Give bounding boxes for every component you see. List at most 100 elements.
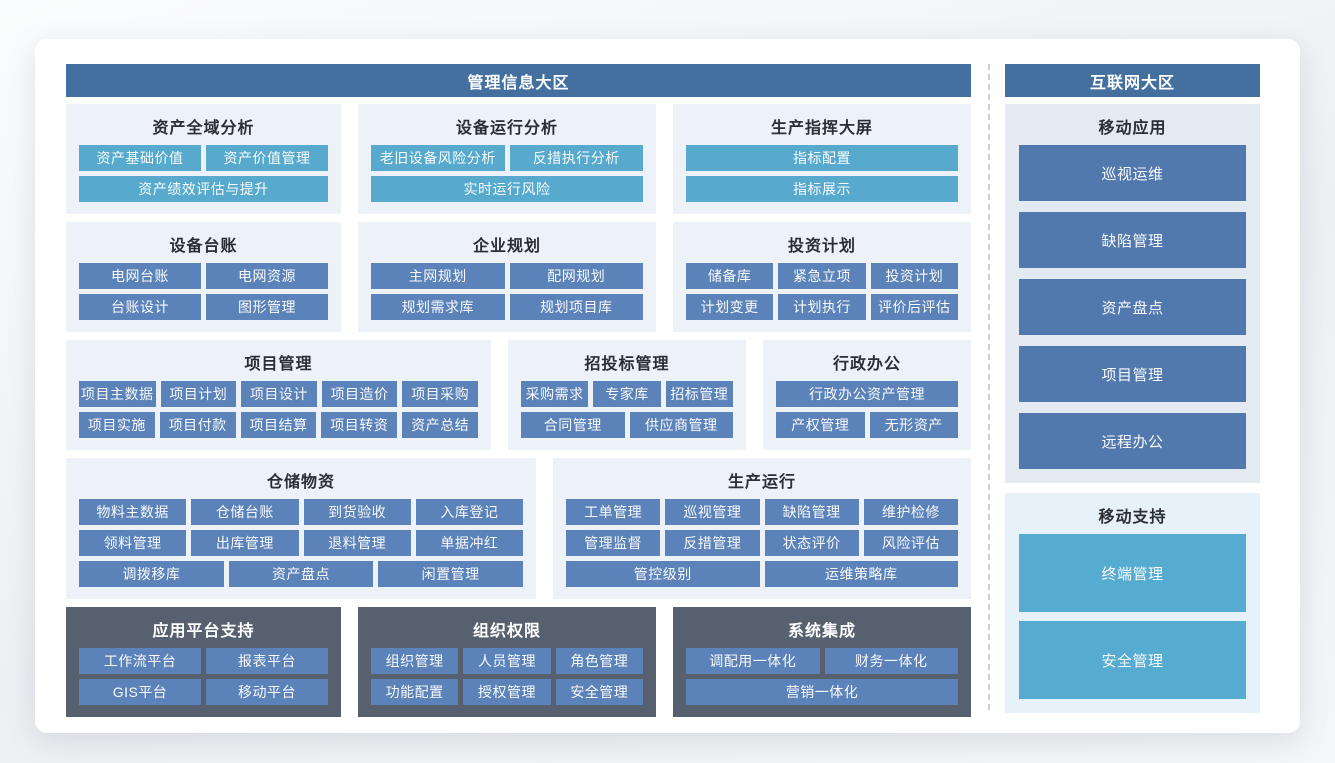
module-button[interactable]: 授权管理 bbox=[463, 679, 551, 705]
module-button[interactable]: 状态评价 bbox=[764, 530, 859, 556]
module-button[interactable]: 缺陷管理 bbox=[1019, 212, 1246, 268]
module-button[interactable]: 评价后评估 bbox=[870, 294, 958, 320]
module-button[interactable]: 财务一体化 bbox=[824, 648, 958, 674]
module-button[interactable]: 投资计划 bbox=[870, 263, 958, 289]
module-button[interactable]: 退料管理 bbox=[303, 530, 411, 556]
module-button[interactable]: 规划需求库 bbox=[371, 294, 505, 320]
module-button[interactable]: 管控级别 bbox=[566, 561, 760, 587]
module-button[interactable]: 项目转资 bbox=[321, 412, 398, 438]
module-button[interactable]: 组织管理 bbox=[371, 648, 459, 674]
module-button[interactable]: 招标管理 bbox=[665, 381, 733, 407]
module-button[interactable]: 反措管理 bbox=[665, 530, 760, 556]
module-button[interactable]: 风险评估 bbox=[863, 530, 958, 556]
group-title: 移动应用 bbox=[1098, 120, 1167, 137]
module-button[interactable]: 电网台账 bbox=[79, 263, 201, 289]
module-button[interactable]: 缺陷管理 bbox=[764, 499, 859, 525]
module-button[interactable]: 资产基础价值 bbox=[79, 145, 201, 171]
module-button[interactable]: 角色管理 bbox=[555, 648, 643, 674]
module-button[interactable]: 报表平台 bbox=[206, 648, 328, 674]
module-button[interactable]: 领料管理 bbox=[79, 530, 187, 556]
zone-row-4: 仓储物资 物料主数据仓储台账到货验收入库登记领料管理出库管理退料管理单据冲红调拨… bbox=[66, 458, 971, 599]
module-button[interactable]: 安全管理 bbox=[1019, 621, 1246, 699]
module-button[interactable]: 资产盘点 bbox=[228, 561, 374, 587]
module-button[interactable]: 管理监督 bbox=[566, 530, 661, 556]
module-button[interactable]: 规划项目库 bbox=[509, 294, 643, 320]
module-button[interactable]: 产权管理 bbox=[776, 412, 865, 438]
module-button[interactable]: 项目计划 bbox=[160, 381, 237, 407]
module-button-row: 管理监督反措管理状态评价风险评估 bbox=[566, 530, 958, 556]
module-button[interactable]: 调配用一体化 bbox=[686, 648, 820, 674]
module-button[interactable]: 主网规划 bbox=[371, 263, 505, 289]
group-title: 资产全域分析 bbox=[152, 120, 255, 137]
module-button[interactable]: 工作流平台 bbox=[79, 648, 201, 674]
module-button[interactable]: 项目设计 bbox=[241, 381, 317, 407]
module-button[interactable]: 紧急立项 bbox=[778, 263, 866, 289]
module-button[interactable]: 单据冲红 bbox=[415, 530, 523, 556]
module-button[interactable]: 出库管理 bbox=[191, 530, 299, 556]
module-button[interactable]: 巡视运维 bbox=[1019, 145, 1246, 201]
module-button[interactable]: 合同管理 bbox=[521, 412, 625, 438]
module-button[interactable]: 资产盘点 bbox=[1019, 279, 1246, 335]
group-title: 生产指挥大屏 bbox=[770, 120, 873, 137]
group-title: 生产运行 bbox=[727, 474, 796, 491]
group-equipment-operation-analysis: 设备运行分析 老旧设备风险分析反措执行分析实时运行风险 bbox=[358, 104, 656, 214]
module-button[interactable]: 老旧设备风险分析 bbox=[371, 145, 505, 171]
module-button[interactable]: 指标展示 bbox=[686, 176, 958, 202]
module-button[interactable]: 终端管理 bbox=[1019, 534, 1246, 612]
module-button-row: 指标配置 bbox=[686, 145, 958, 171]
module-button[interactable]: 安全管理 bbox=[555, 679, 643, 705]
module-button[interactable]: 人员管理 bbox=[463, 648, 551, 674]
module-button[interactable]: 功能配置 bbox=[371, 679, 459, 705]
module-button-grid: 终端管理安全管理 bbox=[1019, 534, 1246, 699]
module-button[interactable]: 项目管理 bbox=[1019, 346, 1246, 402]
module-button-row: 实时运行风险 bbox=[371, 176, 643, 202]
module-button[interactable]: GIS平台 bbox=[79, 679, 201, 705]
module-button[interactable]: 实时运行风险 bbox=[371, 176, 643, 202]
module-button[interactable]: 物料主数据 bbox=[79, 499, 187, 525]
module-button[interactable]: 巡视管理 bbox=[665, 499, 760, 525]
module-button[interactable]: 反措执行分析 bbox=[509, 145, 643, 171]
module-button[interactable]: 资产价值管理 bbox=[206, 145, 328, 171]
module-button[interactable]: 移动平台 bbox=[206, 679, 328, 705]
module-button[interactable]: 配网规划 bbox=[509, 263, 643, 289]
module-button[interactable]: 项目结算 bbox=[240, 412, 317, 438]
module-button[interactable]: 闲置管理 bbox=[378, 561, 524, 587]
module-button-row: 资产盘点 bbox=[1019, 279, 1246, 335]
module-button[interactable]: 到货验收 bbox=[303, 499, 411, 525]
module-button[interactable]: 远程办公 bbox=[1019, 413, 1246, 469]
module-button[interactable]: 仓储台账 bbox=[191, 499, 299, 525]
module-button[interactable]: 无形资产 bbox=[869, 412, 958, 438]
module-button[interactable]: 指标配置 bbox=[686, 145, 958, 171]
module-button[interactable]: 入库登记 bbox=[415, 499, 523, 525]
module-button-grid: 调配用一体化财务一体化营销一体化 bbox=[686, 648, 958, 705]
module-button[interactable]: 维护检修 bbox=[863, 499, 958, 525]
module-button[interactable]: 项目实施 bbox=[79, 412, 155, 438]
module-button[interactable]: 工单管理 bbox=[566, 499, 661, 525]
module-button[interactable]: 项目主数据 bbox=[79, 381, 156, 407]
module-button[interactable]: 资产绩效评估与提升 bbox=[79, 176, 328, 202]
group-title: 组织权限 bbox=[472, 623, 541, 640]
module-button[interactable]: 资产总结 bbox=[402, 412, 478, 438]
module-button[interactable]: 计划执行 bbox=[778, 294, 866, 320]
module-button[interactable]: 营销一体化 bbox=[686, 679, 958, 705]
module-button-grid: 指标配置指标展示 bbox=[686, 145, 958, 202]
module-button[interactable]: 运维策略库 bbox=[764, 561, 958, 587]
module-button-row: 电网台账电网资源 bbox=[79, 263, 328, 289]
module-button[interactable]: 电网资源 bbox=[206, 263, 328, 289]
module-button[interactable]: 采购需求 bbox=[521, 381, 589, 407]
zone-row-1: 资产全域分析 资产基础价值资产价值管理资产绩效评估与提升 设备运行分析 老旧设备… bbox=[66, 104, 971, 214]
module-button[interactable]: 行政办公资产管理 bbox=[776, 381, 958, 407]
module-button[interactable]: 台账设计 bbox=[79, 294, 201, 320]
module-button[interactable]: 项目采购 bbox=[402, 381, 478, 407]
zone-divider bbox=[988, 64, 990, 710]
module-button-row: 巡视运维 bbox=[1019, 145, 1246, 201]
module-button[interactable]: 计划变更 bbox=[686, 294, 774, 320]
module-button[interactable]: 专家库 bbox=[593, 381, 661, 407]
module-button[interactable]: 项目付款 bbox=[159, 412, 236, 438]
module-button[interactable]: 储备库 bbox=[686, 263, 774, 289]
module-button[interactable]: 供应商管理 bbox=[629, 412, 733, 438]
module-button[interactable]: 图形管理 bbox=[206, 294, 328, 320]
module-button[interactable]: 调拨移库 bbox=[79, 561, 224, 587]
module-button[interactable]: 项目造价 bbox=[321, 381, 398, 407]
